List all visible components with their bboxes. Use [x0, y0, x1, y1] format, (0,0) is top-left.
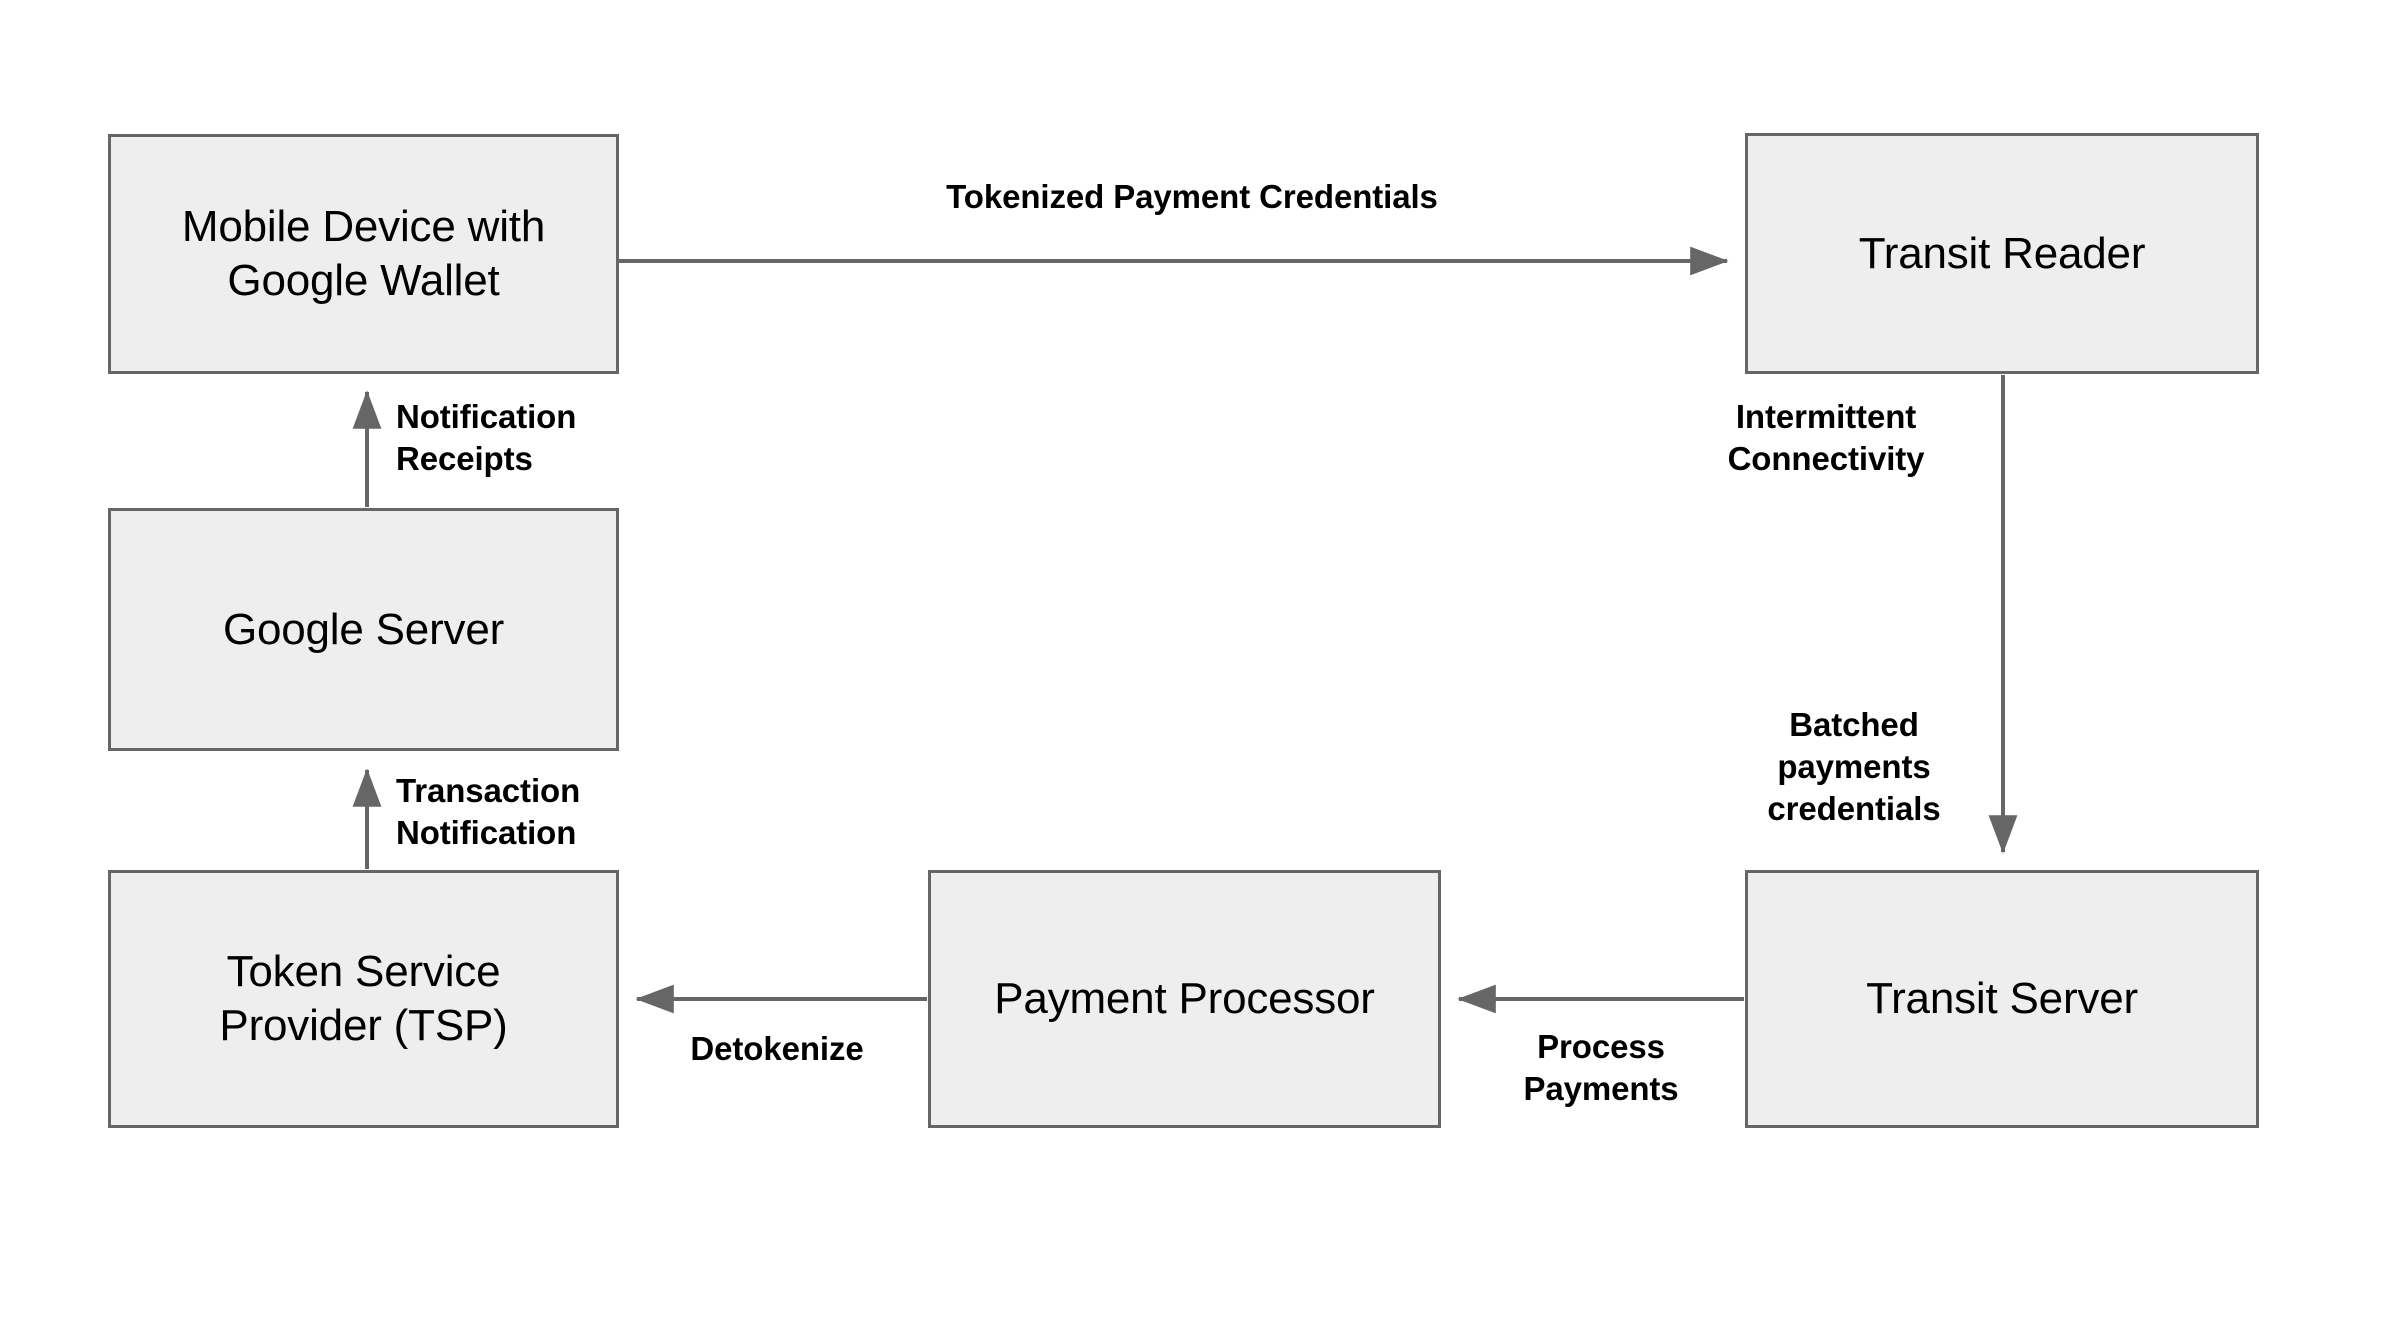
- node-label: Google Server: [222, 604, 505, 654]
- edge-label-detokenize: Detokenize: [690, 1030, 864, 1067]
- node-google-server[interactable]: Google Server: [108, 508, 619, 751]
- node-transit-reader[interactable]: Transit Reader: [1745, 133, 2259, 374]
- node-label: Token Service Provider (TSP): [219, 947, 508, 1050]
- edge-label-notification-receipts: Notification Receipts: [396, 398, 577, 478]
- node-label: Transit Reader: [1858, 228, 2146, 278]
- edge-label-process-payments: Process Payments: [1523, 1028, 1679, 1108]
- node-transit-server[interactable]: Transit Server: [1745, 870, 2259, 1128]
- node-label: Mobile Device with Google Wallet: [181, 202, 546, 305]
- node-payment-processor[interactable]: Payment Processor: [928, 870, 1441, 1128]
- node-label: Payment Processor: [994, 974, 1375, 1024]
- node-token-service-provider[interactable]: Token Service Provider (TSP): [108, 870, 619, 1128]
- edge-label-tokenized-payment-credentials: Tokenized Payment Credentials: [946, 178, 1438, 215]
- edge-label-batched-payments-credentials: Batched payments credentials: [1767, 706, 1941, 828]
- node-label: Transit Server: [1866, 974, 2138, 1024]
- edge-label-intermittent-connectivity: Intermittent Connectivity: [1727, 398, 1925, 478]
- edge-label-transaction-notification: Transaction Notification: [396, 772, 581, 852]
- node-mobile-device-with-google-wallet[interactable]: Mobile Device with Google Wallet: [108, 134, 619, 374]
